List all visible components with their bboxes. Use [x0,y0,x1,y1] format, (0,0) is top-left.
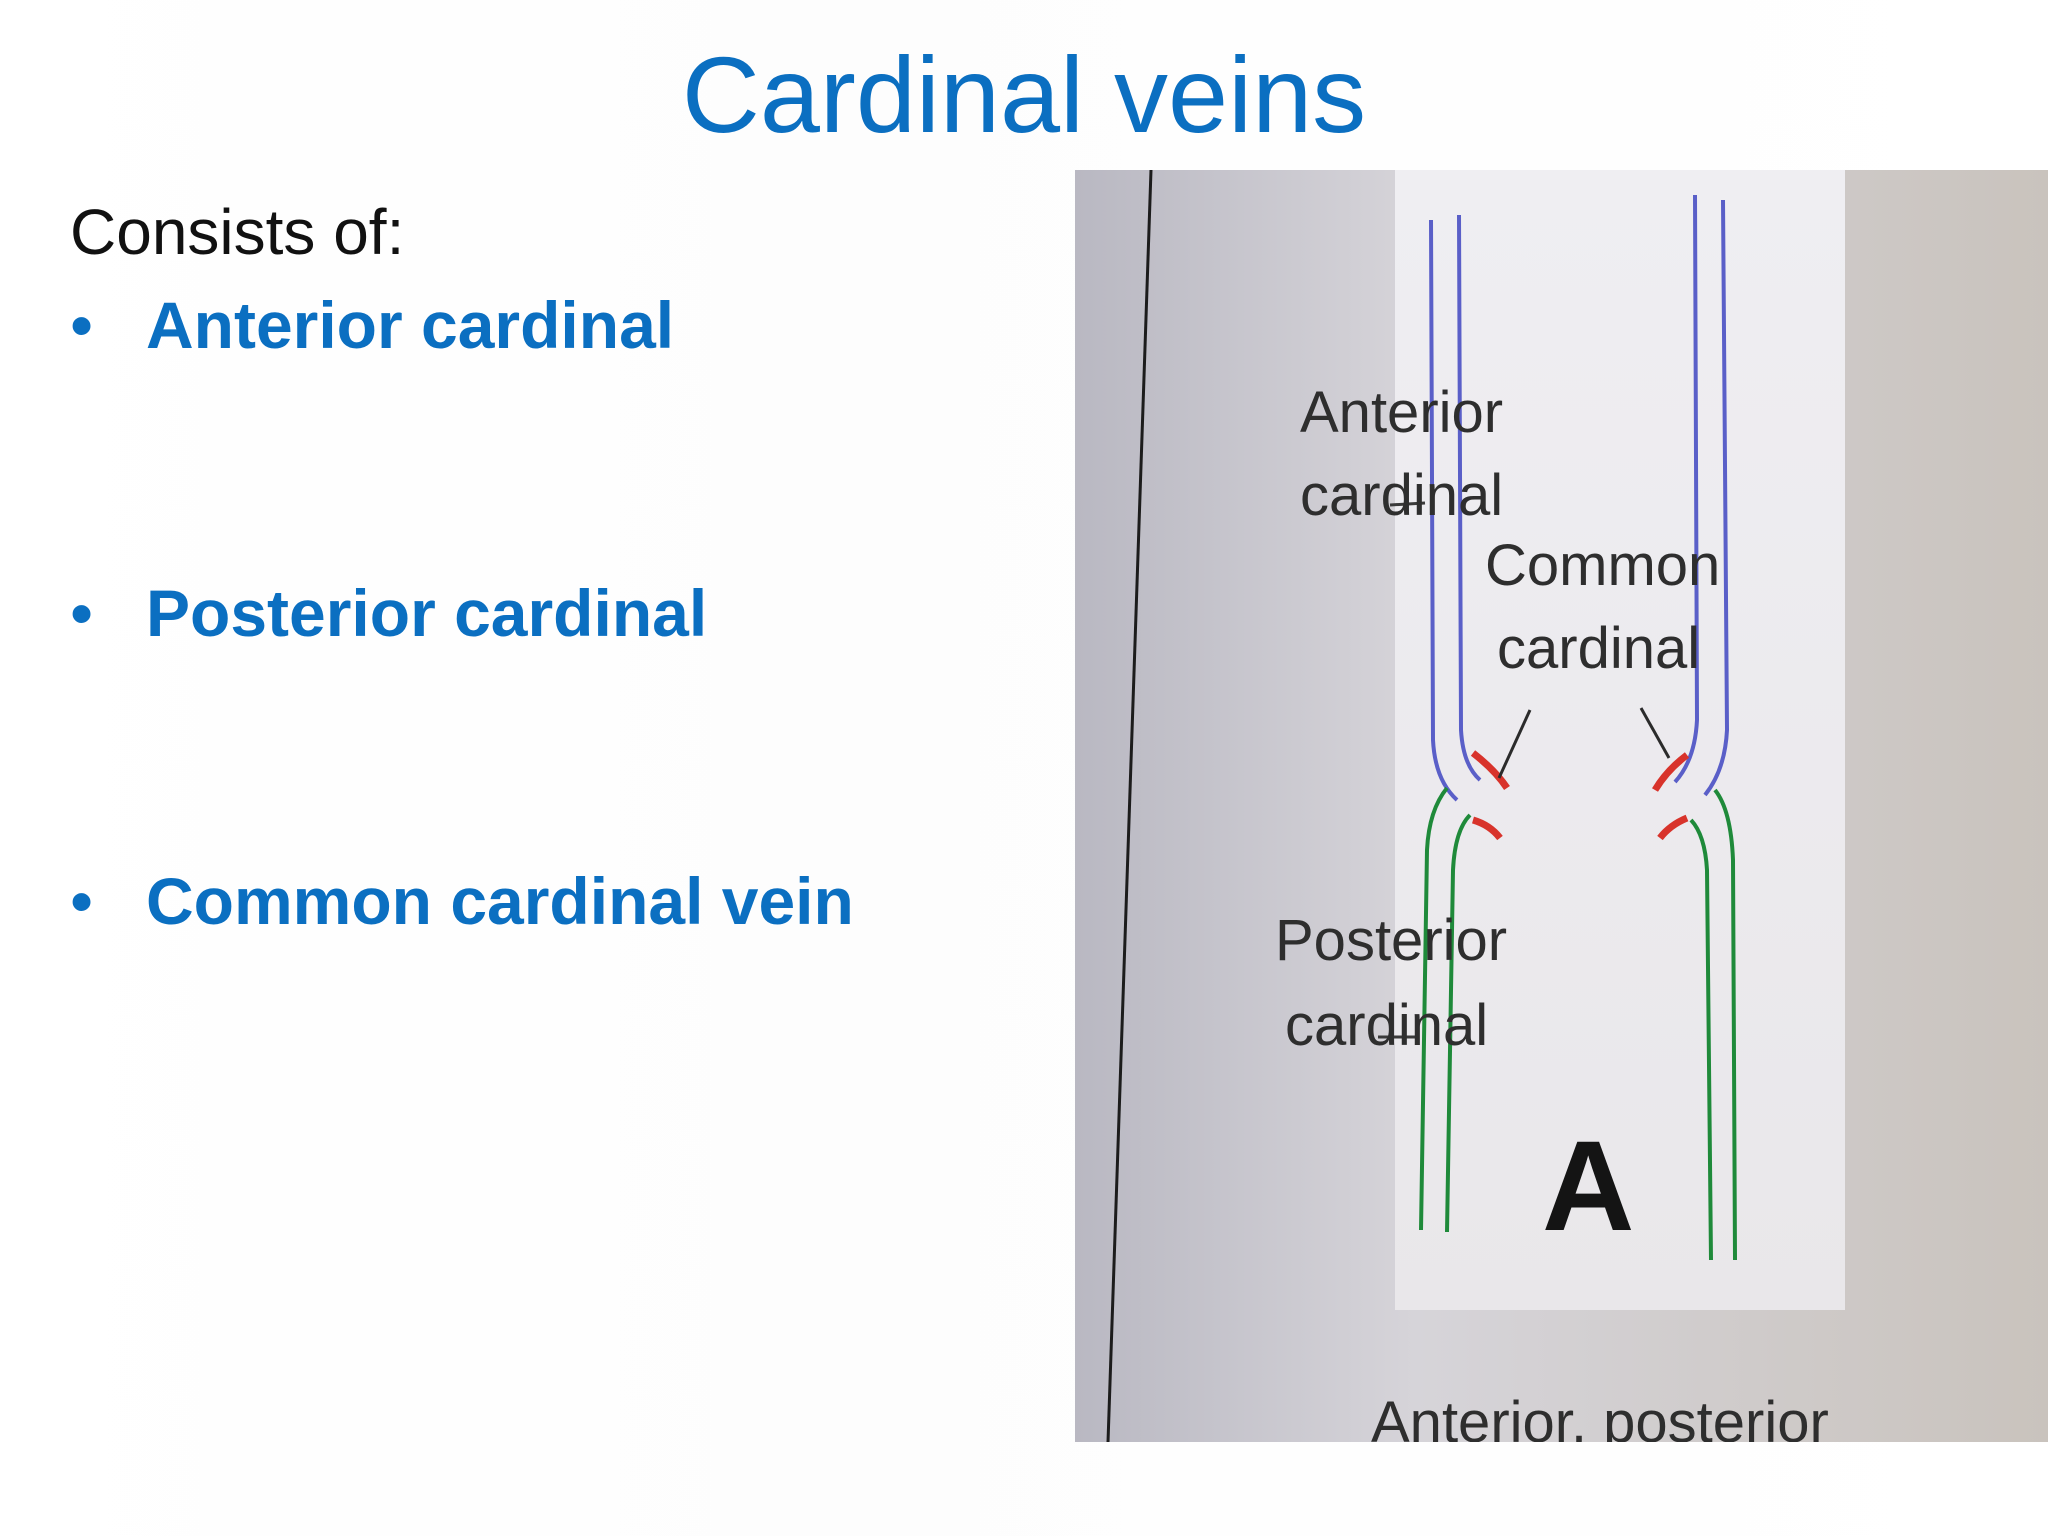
label-posterior-line2: cardinal [1285,993,1488,1058]
panel-letter: A [1542,1115,1634,1258]
bullet-marker: • [70,568,93,658]
cardinal-veins-diagram: Anterior cardinal Common cardinal Poster… [1075,170,2048,1442]
bullet-item-anterior-cardinal: • Anterior cardinal [70,280,970,370]
slide-title: Cardinal veins [0,30,2048,160]
label-common-line2: cardinal [1497,616,1700,681]
bullet-marker: • [70,856,93,946]
bullet-label: Posterior cardinal [146,568,707,658]
bullet-item-posterior-cardinal: • Posterior cardinal [70,568,970,658]
label-anterior-line1: Anterior [1300,380,1503,445]
bullet-label: Anterior cardinal [146,280,674,370]
bullet-item-common-cardinal-vein: • Common cardinal vein [70,856,970,946]
label-posterior-line1: Posterior [1275,908,1507,973]
label-anterior-line2: cardinal [1300,463,1503,528]
intro-text: Consists of: [70,192,404,272]
label-common-line1: Common [1485,533,1720,598]
bullet-label: Common cardinal vein [146,856,854,946]
bullet-marker: • [70,280,93,370]
cut-off-caption: Anterior, posterior [1371,1390,1829,1442]
cardinal-veins-figure-photo: Anterior cardinal Common cardinal Poster… [1075,170,2048,1442]
